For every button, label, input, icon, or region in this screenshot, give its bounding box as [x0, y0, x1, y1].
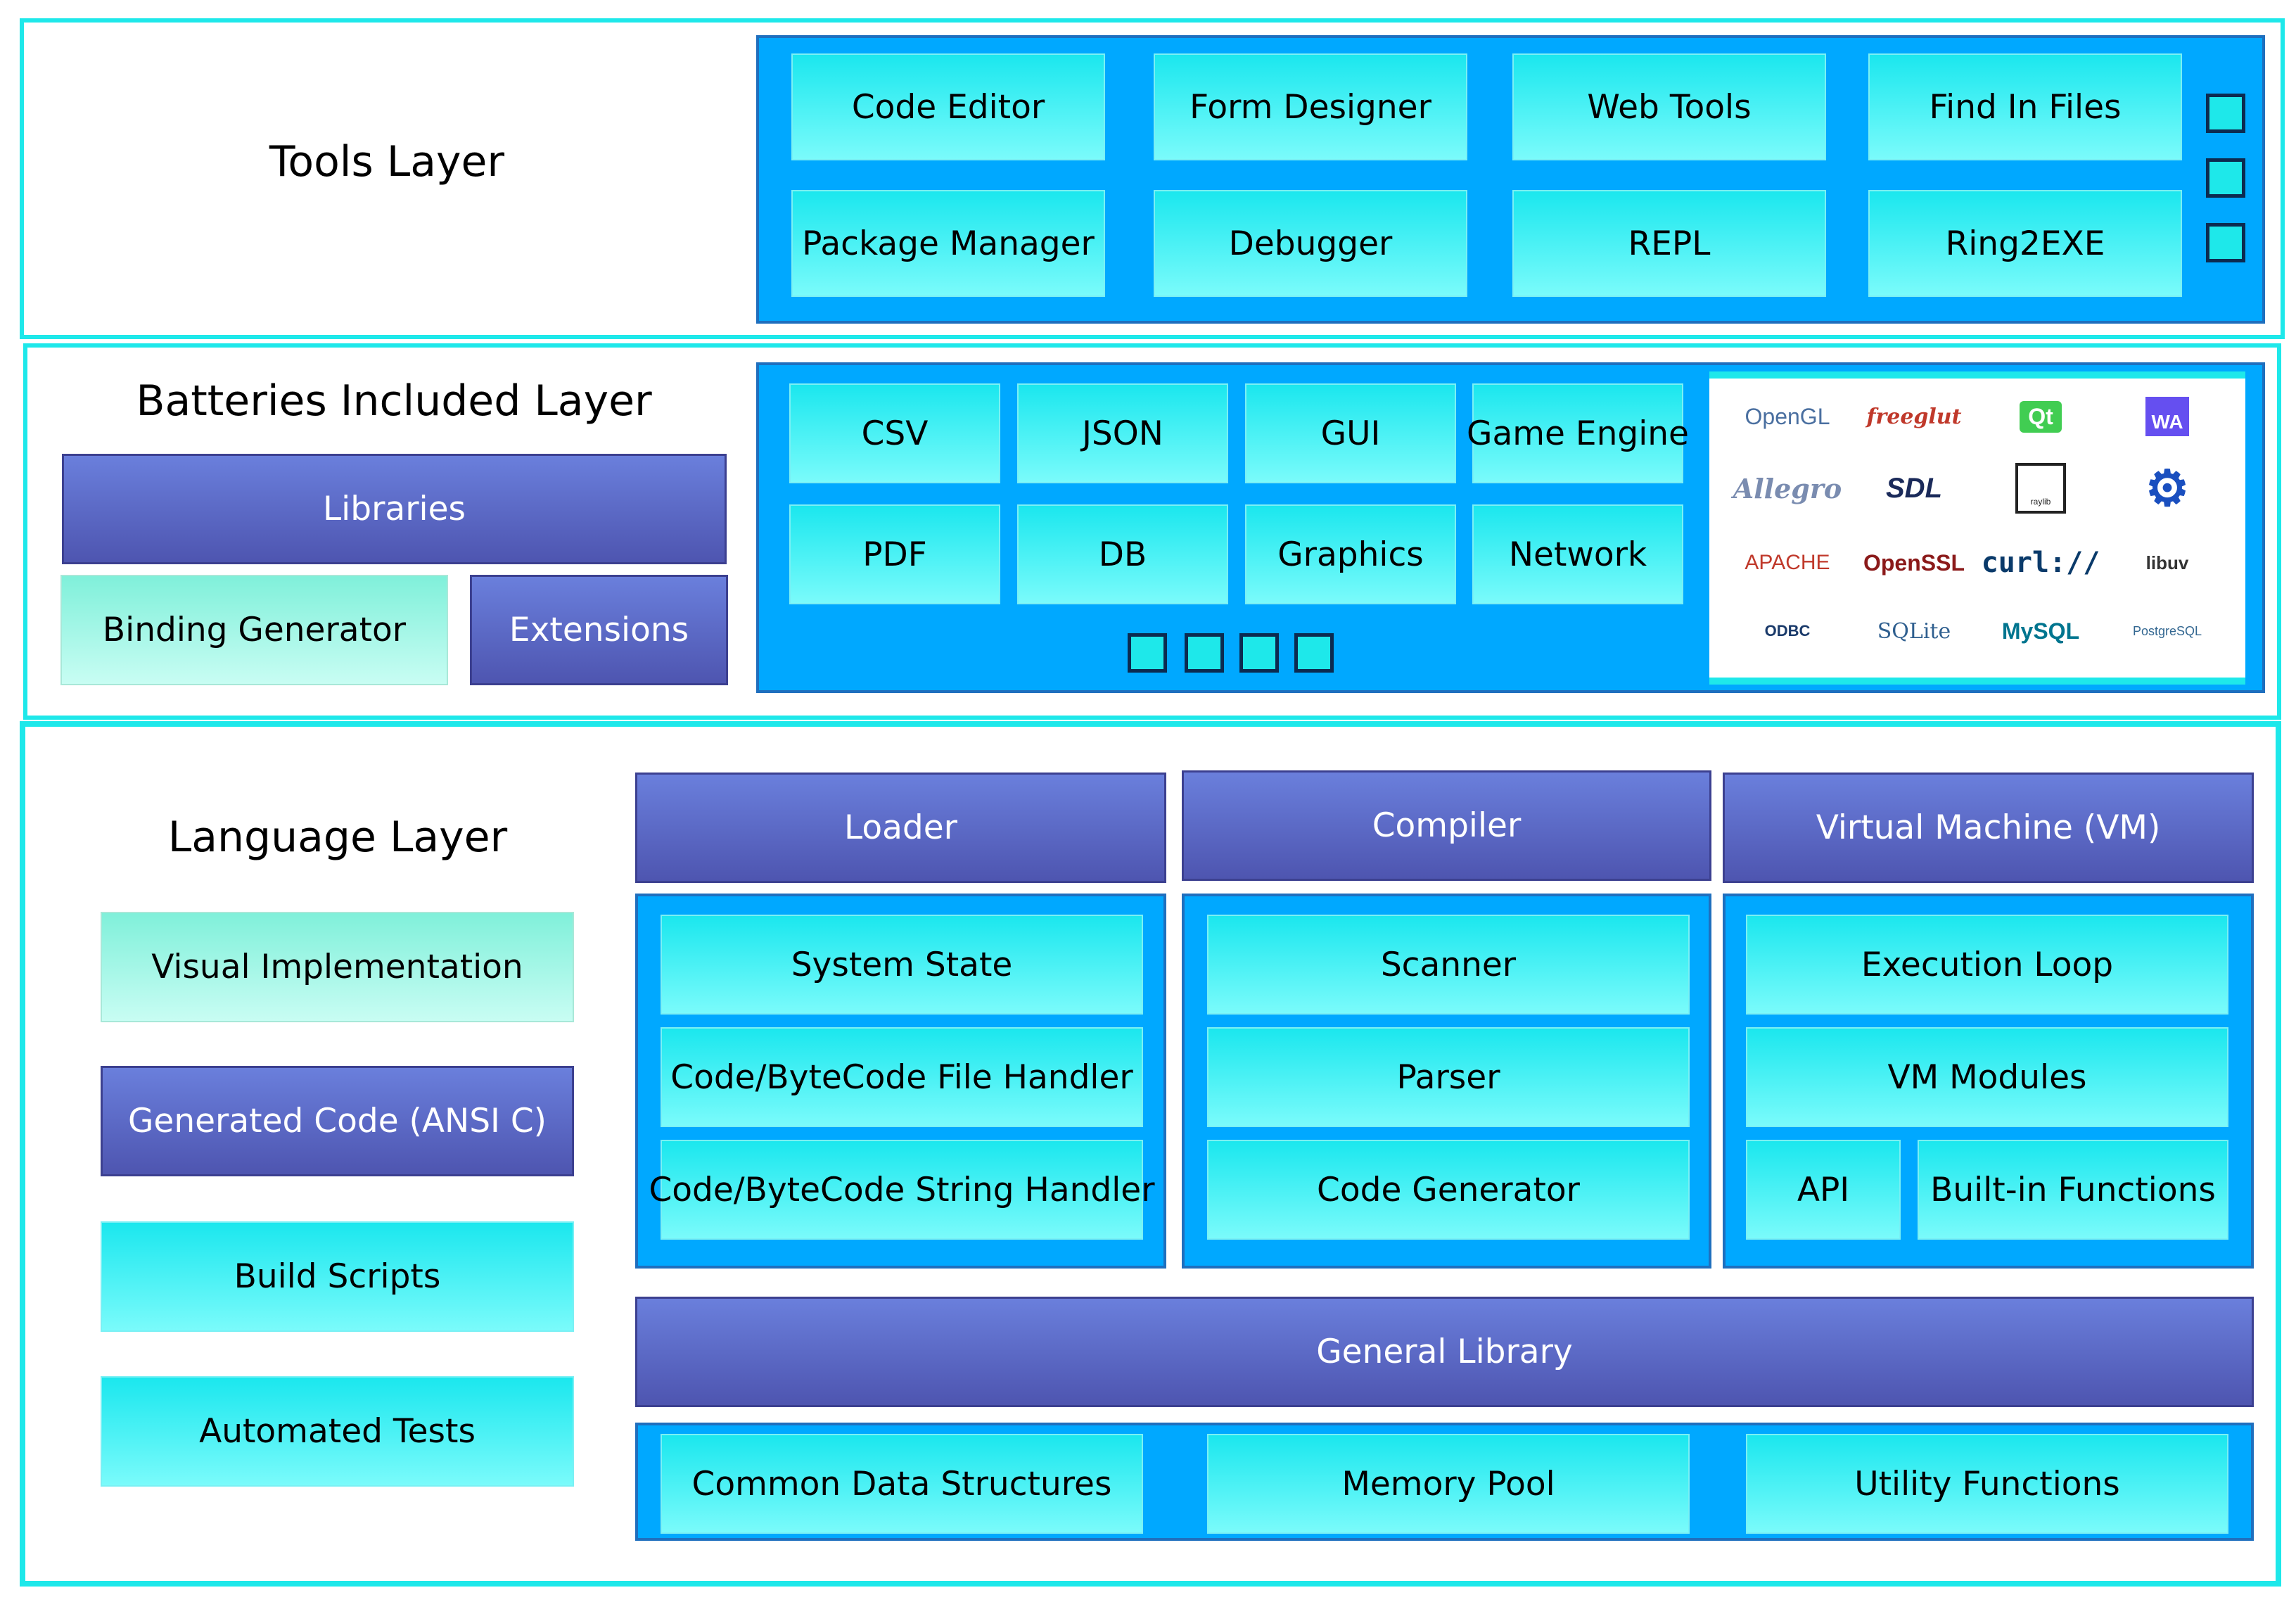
- generated-code-box: Generated Code (ANSI C): [101, 1066, 574, 1176]
- more-tools-indicator: [2206, 158, 2245, 198]
- odbc-logo: ODBC: [1764, 622, 1811, 640]
- allegro-logo: Allegro: [1733, 472, 1842, 504]
- more-libraries-indicator: [1294, 633, 1334, 673]
- curl-logo: curl://: [1981, 547, 2100, 579]
- compiler-scanner: Scanner: [1207, 915, 1690, 1015]
- openssl-logo: OpenSSL: [1863, 549, 1965, 576]
- libuv-logo: libuv: [2145, 552, 2189, 573]
- qt-logo-text: Qt: [2020, 400, 2062, 433]
- libraries-box: Libraries: [62, 454, 727, 564]
- opengl-logo: OpenGL: [1745, 403, 1830, 429]
- common-data-structures: Common Data Structures: [661, 1434, 1143, 1534]
- tool-find-in-files[interactable]: Find In Files: [1868, 53, 2182, 160]
- lib-db: DB: [1017, 504, 1228, 604]
- vm-modules: VM Modules: [1746, 1027, 2228, 1127]
- compiler-parser: Parser: [1207, 1027, 1690, 1127]
- sqlite-logo: SQLite: [1877, 618, 1951, 644]
- lib-graphics: Graphics: [1245, 504, 1456, 604]
- build-scripts-box: Build Scripts: [101, 1221, 574, 1332]
- more-tools-indicator: [2206, 223, 2245, 262]
- compiler-header: Compiler: [1182, 770, 1711, 881]
- visual-implementation-box: Visual Implementation: [101, 912, 574, 1022]
- more-libraries-indicator: [1185, 633, 1224, 673]
- mysql-logo: MySQL: [2001, 618, 2080, 644]
- tools-layer-title: Tools Layer: [269, 137, 505, 186]
- webassembly-logo: WA: [2107, 387, 2227, 446]
- more-libraries-indicator: [1128, 633, 1167, 673]
- extensions-box: Extensions: [470, 575, 728, 685]
- webassembly-logo-text: WA: [2145, 397, 2189, 436]
- freeglut-logo: freeglut: [1866, 404, 1962, 429]
- lib-gui: GUI: [1245, 383, 1456, 483]
- loader-header: Loader: [635, 773, 1166, 883]
- vm-header: Virtual Machine (VM): [1723, 773, 2254, 883]
- automated-tests-box: Automated Tests: [101, 1376, 574, 1487]
- language-layer-title: Language Layer: [167, 813, 508, 862]
- loader-file-handler: Code/ByteCode File Handler: [661, 1027, 1143, 1127]
- loader-string-handler: Code/ByteCode String Handler: [649, 1140, 1155, 1240]
- tool-code-editor[interactable]: Code Editor: [791, 53, 1105, 160]
- batteries-layer-title: Batteries Included Layer: [136, 376, 652, 426]
- raylib-logo: raylib: [1981, 459, 2100, 518]
- gear-icon: ⚙: [2107, 459, 2227, 518]
- apache-logo: APACHE: [1745, 551, 1830, 574]
- binding-generator-box: Binding Generator: [60, 575, 448, 685]
- vm-execution-loop: Execution Loop: [1746, 915, 2228, 1015]
- vm-api: API: [1746, 1140, 1901, 1240]
- tool-package-manager[interactable]: Package Manager: [791, 190, 1105, 297]
- tool-debugger[interactable]: Debugger: [1154, 190, 1467, 297]
- compiler-code-generator: Code Generator: [1207, 1140, 1690, 1240]
- lib-csv: CSV: [789, 383, 1000, 483]
- postgresql-logo: PostgreSQL: [2132, 623, 2202, 638]
- tool-form-designer[interactable]: Form Designer: [1154, 53, 1467, 160]
- loader-system-state: System State: [661, 915, 1143, 1015]
- tool-ring2exe[interactable]: Ring2EXE: [1868, 190, 2182, 297]
- lib-json: JSON: [1017, 383, 1228, 483]
- more-libraries-indicator: [1239, 633, 1279, 673]
- qt-logo: Qt: [1981, 387, 2100, 446]
- lib-game-engine: Game Engine: [1467, 383, 1689, 483]
- gear-glyph: ⚙: [2145, 461, 2190, 516]
- tool-web-tools[interactable]: Web Tools: [1512, 53, 1826, 160]
- more-tools-indicator: [2206, 94, 2245, 133]
- utility-functions: Utility Functions: [1746, 1434, 2228, 1534]
- sdl-logo: SDL: [1886, 472, 1942, 504]
- tool-repl[interactable]: REPL: [1512, 190, 1826, 297]
- vm-built-in-functions: Built-in Functions: [1918, 1140, 2228, 1240]
- raylib-logo-text: raylib: [2015, 463, 2066, 514]
- lib-pdf: PDF: [789, 504, 1000, 604]
- general-library-header: General Library: [635, 1297, 2254, 1407]
- memory-pool: Memory Pool: [1207, 1434, 1690, 1534]
- lib-network: Network: [1472, 504, 1683, 604]
